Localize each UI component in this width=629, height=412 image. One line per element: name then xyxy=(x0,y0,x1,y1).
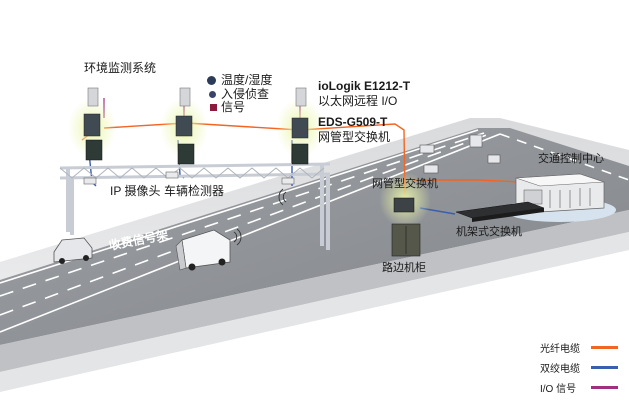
label-vehicle-detector: 车辆检测器 xyxy=(164,185,224,199)
label-roadside-cabinet: 路边机柜 xyxy=(382,262,426,275)
signal-icon xyxy=(210,104,217,111)
intrusion-sensor-icon xyxy=(209,91,216,98)
label-traffic-center: 交通控制中心 xyxy=(538,153,604,166)
legend-fiber: 光纤电缆 xyxy=(540,340,620,354)
label-ip-camera: IP 摄像头 xyxy=(110,185,160,199)
legend-twisted-pair-swatch xyxy=(591,366,618,369)
label-env-monitor: 环境监测系统 xyxy=(84,62,156,76)
legend-twisted-pair-label: 双绞电缆 xyxy=(540,360,580,375)
legend-fiber-label: 光纤电缆 xyxy=(540,340,580,355)
label-eds-desc: 网管型交换机 xyxy=(318,131,390,145)
temp-sensor-icon xyxy=(207,76,216,85)
legend-io-signal-swatch xyxy=(591,386,618,389)
label-io-temp: 温度/湿度 xyxy=(221,74,272,88)
legend-io-signal-label: I/O 信号 xyxy=(540,380,576,395)
label-rack-switch: 机架式交换机 xyxy=(456,226,522,239)
vehicle-car-front xyxy=(54,238,92,264)
label-managed-switch: 网管型交换机 xyxy=(372,178,438,191)
legend-io-signal: I/O 信号 xyxy=(540,380,620,394)
label-eds-model: EDS-G509-T xyxy=(318,116,387,130)
legend-fiber-swatch xyxy=(591,346,618,349)
legend-twisted-pair: 双绞电缆 xyxy=(540,360,620,374)
label-io-signal: 信号 xyxy=(221,101,245,115)
label-iologik-model: ioLogik E1212-T xyxy=(318,80,410,94)
label-iologik-desc: 以太网远程 I/O xyxy=(318,95,397,109)
